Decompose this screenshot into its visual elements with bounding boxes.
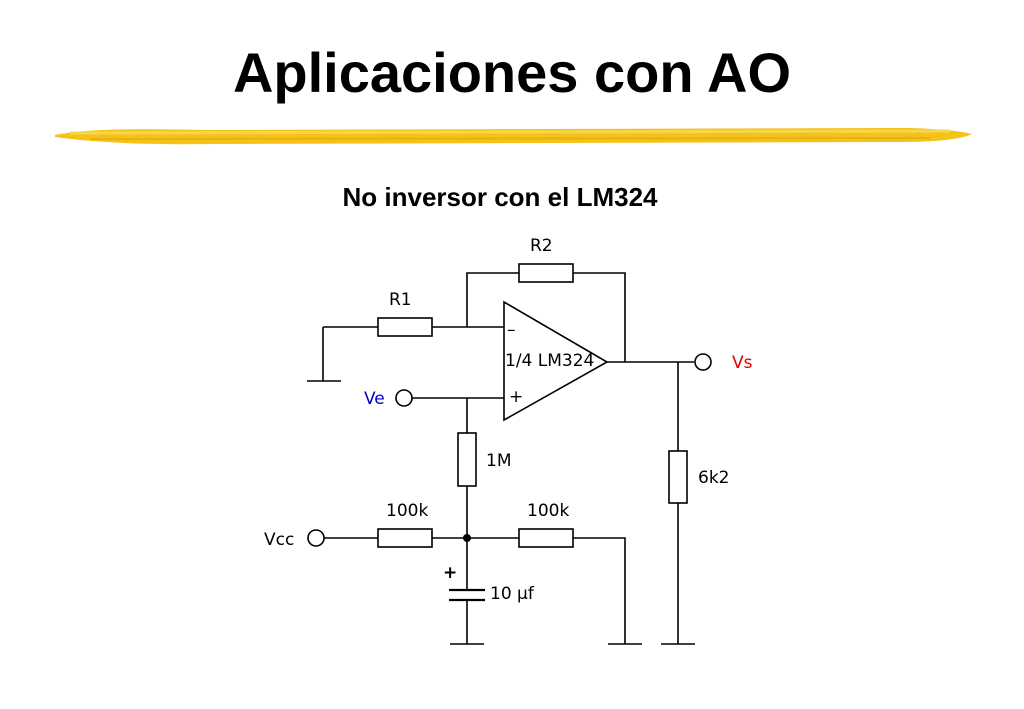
- opamp-label: 1/4 LM324: [505, 351, 594, 371]
- resistor-load: [668, 450, 688, 504]
- label-r-bias: 1M: [486, 451, 511, 471]
- label-output: Vs: [732, 353, 753, 373]
- supply-terminal: [307, 529, 325, 547]
- capacitor-polarity: +: [443, 563, 457, 583]
- label-r2: R2: [530, 236, 553, 256]
- label-r-load: 6k2: [698, 468, 729, 488]
- label-r1: R1: [389, 290, 412, 310]
- label-r-div-left: 100k: [386, 501, 428, 521]
- resistor-r1: [377, 317, 433, 337]
- resistor-div-right: [518, 528, 574, 548]
- resistor-r2: [518, 263, 574, 283]
- title-underline: [55, 128, 972, 145]
- label-capacitor: 10 μf: [490, 584, 535, 604]
- opamp-minus-sign: –: [507, 320, 516, 340]
- label-supply: Vcc: [264, 530, 294, 550]
- opamp-symbol: [503, 300, 609, 422]
- output-terminal: [694, 353, 712, 371]
- resistor-bias: [457, 432, 477, 487]
- circuit-subtitle: No inversor con el LM324: [342, 182, 658, 212]
- wire-divider-right: [573, 537, 626, 644]
- slide-title: Aplicaciones con AO: [232, 41, 792, 104]
- input-terminal: [395, 389, 413, 407]
- opamp-plus-sign: +: [509, 387, 523, 407]
- resistor-div-left: [377, 528, 433, 548]
- junction-dot: [463, 534, 471, 542]
- wire-feedback-right: [573, 272, 626, 362]
- label-input: Ve: [364, 389, 385, 409]
- wire-feedback-left: [466, 272, 519, 327]
- label-r-div-right: 100k: [527, 501, 569, 521]
